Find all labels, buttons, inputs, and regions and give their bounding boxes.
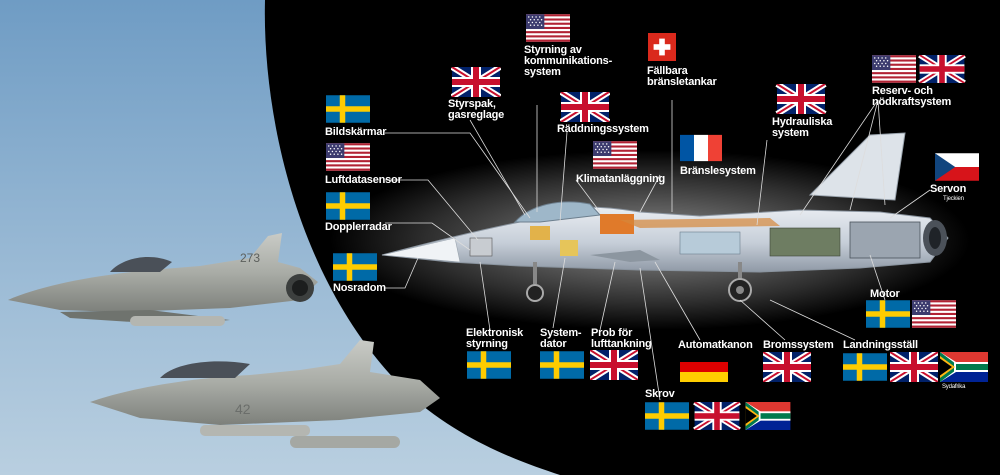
flag-usa-klimat <box>593 141 637 169</box>
label-klimat: Klimatanläggning <box>576 173 666 185</box>
flag-france-bransle <box>680 134 722 162</box>
label-bransle: Bränslesystem <box>680 165 756 177</box>
label-tjeckien: Tjeckien <box>943 196 964 202</box>
flag-uk-reserv <box>920 55 965 83</box>
flag-uk-landning <box>890 352 938 382</box>
tail-number-42: 42 <box>235 401 251 417</box>
label-bildskarmar: Bildskärmar <box>325 126 387 138</box>
label-doppler: Dopplerradar <box>325 221 392 233</box>
jet-photo-upper: 273 <box>8 233 318 326</box>
flag-sweden-motor <box>866 300 910 328</box>
flag-uk-styrspak <box>452 67 500 97</box>
flag-usa-reserv <box>872 55 916 83</box>
flag-usa-motor <box>912 300 956 328</box>
label-systemdator: System-dator <box>540 327 582 350</box>
label-servon: Servon <box>930 183 967 195</box>
label-landning: Landningsställ <box>843 339 918 351</box>
flag-sweden-nosradom <box>333 253 377 281</box>
flag-sweden-bildskarmar <box>326 95 370 123</box>
flag-sweden-skrov <box>645 402 689 430</box>
flag-switzerland-fallbara <box>648 33 676 61</box>
label-styrspak: Styrspak,gasreglage <box>448 98 505 121</box>
label-skrov: Skrov <box>645 388 675 400</box>
flag-uk-bromssystem <box>763 352 811 382</box>
label-nosradom: Nosradom <box>333 282 386 294</box>
flag-sweden-landning <box>843 353 887 381</box>
jet-photo-lower: 42 <box>90 340 440 448</box>
label-bromssystem: Bromssystem <box>763 339 834 351</box>
flag-sweden-elektronisk <box>467 351 511 379</box>
flag-usa-styrning <box>526 14 570 42</box>
flag-usa-luftdata <box>326 143 370 171</box>
flag-southafrica-skrov <box>745 402 791 430</box>
flag-uk-hydraul <box>777 84 825 114</box>
label-raddning: Räddningssystem <box>557 123 649 135</box>
flag-southafrica-landning <box>940 352 988 382</box>
flag-uk-skrov <box>695 402 740 430</box>
flag-sweden-systemdator <box>540 351 584 379</box>
tail-number-273: 273 <box>240 251 260 265</box>
label-motor: Motor <box>870 288 900 300</box>
flag-uk-raddning <box>561 92 609 122</box>
flag-sweden-doppler <box>326 192 370 220</box>
flag-uk-probe <box>590 350 638 380</box>
label-automatkanon: Automatkanon <box>678 339 753 351</box>
flag-czech-servon <box>935 153 979 181</box>
leader-lines <box>385 99 931 401</box>
flag-germany-automatkanon <box>680 352 728 382</box>
label-luftdata: Luftdatasensor <box>325 174 402 186</box>
label-sydafrika: Sydafrika <box>942 384 966 390</box>
